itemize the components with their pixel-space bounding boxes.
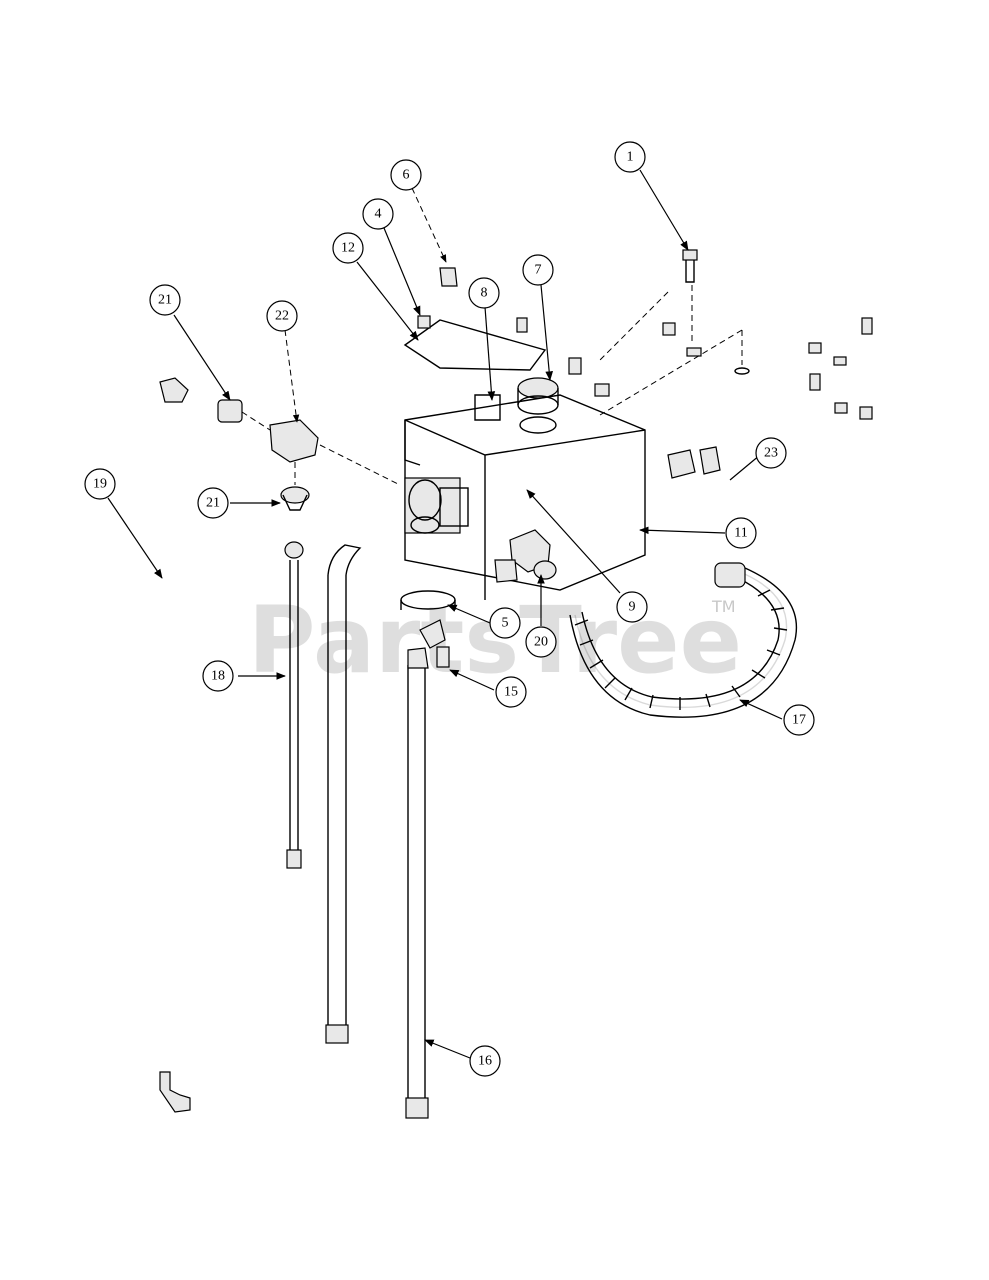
callout: 17 <box>783 704 815 736</box>
callout-label: 20 <box>534 635 548 650</box>
callout: 4 <box>362 198 394 230</box>
callout-label: 5 <box>502 616 509 631</box>
callout-label: 21 <box>158 293 172 308</box>
corrugated-hose <box>569 562 798 718</box>
callout: 21 <box>197 487 229 519</box>
callout-label: 7 <box>535 263 542 278</box>
callout: 5 <box>489 607 521 639</box>
callout: 8 <box>468 277 500 309</box>
callout: 22 <box>266 300 298 332</box>
watermark-brand: PartsTree <box>248 587 742 694</box>
callout-label: 1 <box>627 150 634 165</box>
callout-label: 21 <box>206 496 220 511</box>
callout-label: 16 <box>478 1054 492 1069</box>
callout: 16 <box>469 1045 501 1077</box>
hose-16 <box>405 619 446 1119</box>
callout: 7 <box>522 254 554 286</box>
pump-assembly <box>319 444 469 534</box>
callout: 9 <box>616 591 648 623</box>
long-hose <box>325 544 362 1044</box>
right-fittings <box>667 446 721 479</box>
callout: 20 <box>525 626 557 658</box>
callouts: 1 6 4 12 7 8 21 22 19 21 23 11 9 5 20 18… <box>84 141 815 1077</box>
left-fittings <box>159 377 319 559</box>
callout: 1 <box>614 141 646 173</box>
hardware-group <box>599 291 873 420</box>
watermark-trademark: TM <box>711 597 736 616</box>
callout: 12 <box>332 232 364 264</box>
callout-label: 22 <box>275 309 289 324</box>
gasket <box>403 319 547 371</box>
callout-label: 12 <box>341 241 355 256</box>
elbow-fitting <box>494 529 557 583</box>
callout: 15 <box>495 676 527 708</box>
callout-label: 15 <box>504 685 518 700</box>
callout: 23 <box>755 437 787 469</box>
callout-label: 4 <box>375 207 382 222</box>
callout-label: 9 <box>629 600 636 615</box>
callout-label: 23 <box>764 446 778 461</box>
small-fittings <box>417 267 676 397</box>
filler-cap <box>517 377 559 434</box>
callout: 18 <box>202 660 234 692</box>
callout-label: 8 <box>481 286 488 301</box>
callout: 11 <box>725 517 757 549</box>
lower-left-elbow <box>159 1071 191 1113</box>
callout-label: 11 <box>734 526 747 541</box>
callout-label: 17 <box>792 713 806 728</box>
callout-label: 18 <box>211 669 225 684</box>
callout-label: 19 <box>93 477 107 492</box>
parts-tree-watermark: PartsTree TM <box>248 587 742 694</box>
callout: 6 <box>390 159 422 191</box>
callout: 19 <box>84 468 116 500</box>
hose-18 <box>286 560 302 869</box>
leader-lines <box>107 169 783 1059</box>
bolt <box>682 249 702 357</box>
callout: 21 <box>149 284 181 316</box>
callout-label: 6 <box>403 168 410 183</box>
